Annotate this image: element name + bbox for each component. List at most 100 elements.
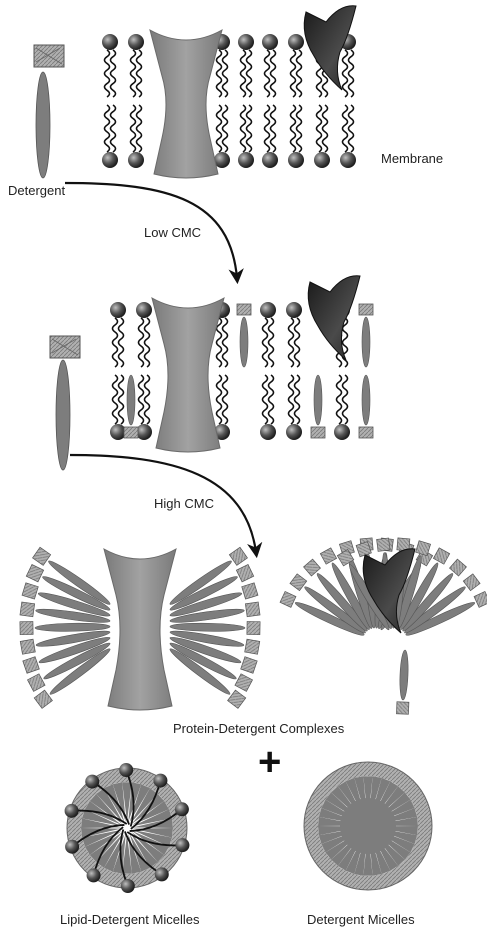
detergent-head [433,548,449,564]
lipid-tail [269,318,274,367]
detergent-head [396,702,408,714]
lipid-tail [291,50,296,97]
lipid-tail [349,105,354,152]
lipid-detergent-micelle [65,763,190,893]
lipid-head [102,152,118,168]
lipid-head [121,879,135,893]
lipid-tail [111,105,116,152]
lipid-tail [139,318,144,367]
detergent-head [377,538,390,551]
lipid-head [260,424,276,440]
lipid-head [286,302,302,318]
detergent-inserted-membrane [110,276,373,452]
detergent-tail [35,623,110,632]
detergent-head [20,639,35,654]
detergent-head [27,674,45,692]
detergent-head [463,574,480,591]
detergent-head [241,657,258,674]
detergent-micelles-label: Detergent Micelles [307,912,415,927]
membrane-label: Membrane [381,151,443,166]
lipid-tail [139,375,144,424]
transmembrane-protein [152,298,224,452]
lipid-head [65,840,79,854]
protein-detergent-complexes-label: Protein-Detergent Complexes [173,721,344,736]
lipid-head [340,152,356,168]
low-cmc-label: Low CMC [144,225,201,240]
lipid-head [128,34,144,50]
lipid-head [110,424,126,440]
detergent-head [237,304,251,315]
lipid-head [238,34,254,50]
detergent-head [359,427,373,438]
detergent-tail [127,375,135,425]
lipid-head [155,867,169,881]
detergent-head [228,690,246,708]
detergent-head [236,565,253,582]
lipid-head [288,34,304,50]
lipid-tail [217,375,222,424]
lipid-head [334,424,350,440]
lipid-head [175,802,189,816]
detergent-head [229,547,247,565]
detergent-head [474,591,487,607]
detergent-head [235,674,253,692]
lipid-head [262,152,278,168]
detergent-tail [240,317,248,367]
detergent-head [245,602,260,617]
lipid-head [85,775,99,789]
detergent-head [247,621,260,634]
lipid-head [102,34,118,50]
lipid-head [314,152,330,168]
detergent-head [22,583,38,599]
lipid-tail [247,50,252,97]
lipid-tail [295,375,300,424]
micelle-center [340,798,396,854]
lipid-tail [223,105,228,152]
lipid-tail [131,50,136,97]
detergent-head [23,657,40,674]
detergent-head [34,690,52,708]
detergent-head [359,304,373,315]
lipid-tail [241,50,246,97]
lipid-head [65,804,79,818]
detergent-head [245,639,260,654]
lipid-tail [137,50,142,97]
lipid-tail [337,375,342,424]
lipid-tail [289,375,294,424]
lipid-tail [297,105,302,152]
lipid-detergent-micelles-label: Lipid-Detergent Micelles [60,912,199,927]
detergent-head [242,583,258,599]
lipid-tail [131,105,136,152]
lipid-tail [137,105,142,152]
lipid-tail [263,318,268,367]
detergent-molecule-middle [50,336,80,470]
detergent-head [33,547,51,565]
lipid-tail [145,318,150,367]
detergent-head [280,591,296,607]
detergent-tail [362,317,370,367]
transmembrane-protein [104,549,176,710]
lipid-tail [269,375,274,424]
lipid-head [175,838,189,852]
detergent-label: Detergent [8,183,65,198]
lipid-head [260,302,276,318]
dark-protein-detergent-complex [280,538,487,714]
lipid-head [128,152,144,168]
detergent-tail [314,375,322,425]
detergent-head [20,602,35,617]
intact-membrane [102,6,356,178]
lipid-tail [247,105,252,152]
lipid-tail [113,318,118,367]
lipid-tail [217,105,222,152]
lipid-tail [223,318,228,367]
lipid-tail [145,375,150,424]
lipid-head [136,302,152,318]
lipid-tail [265,105,270,152]
detergent-head [124,427,138,438]
detergent-head [26,565,43,582]
lipid-head [288,152,304,168]
lipid-tail [241,105,246,152]
lipid-tail [349,50,354,97]
lipid-tail [223,375,228,424]
